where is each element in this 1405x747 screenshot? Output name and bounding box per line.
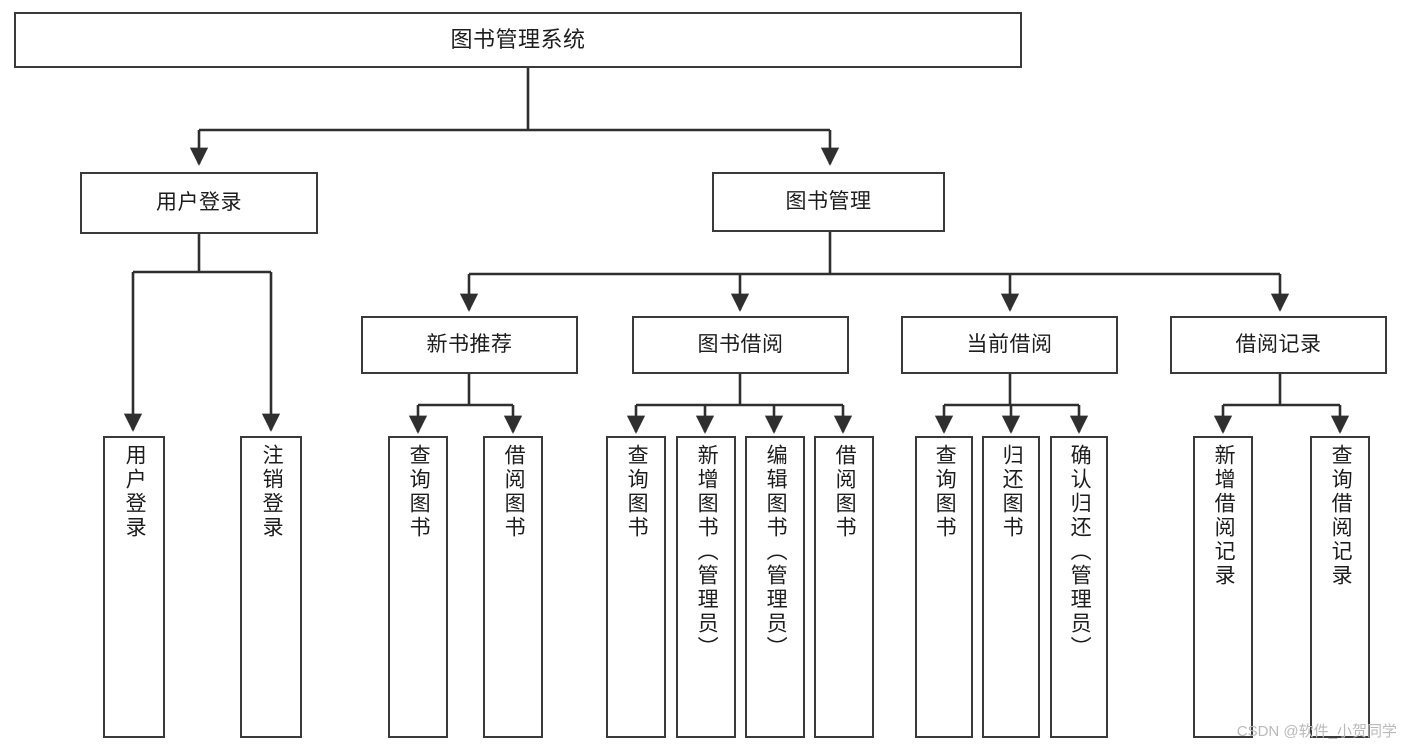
leaf-return-book[interactable]: 归还图书 xyxy=(982,436,1040,738)
node-label: 借阅图书 xyxy=(502,444,526,540)
node-label: 归还图书 xyxy=(1000,444,1024,540)
leaf-query-borrow-record[interactable]: 查询借阅记录 xyxy=(1310,436,1370,738)
node-book-borrow[interactable]: 图书借阅 xyxy=(632,316,849,374)
node-label: 查询借阅记录 xyxy=(1329,444,1353,588)
node-label: 查询图书 xyxy=(625,444,649,540)
node-new-book-recommend[interactable]: 新书推荐 xyxy=(361,316,578,374)
leaf-borrow-book[interactable]: 借阅图书 xyxy=(814,436,874,738)
node-label: 图书管理系统 xyxy=(450,27,586,53)
node-label: 图书管理 xyxy=(785,189,872,213)
node-label: 确认归还（管理员） xyxy=(1068,444,1092,660)
node-book-management[interactable]: 图书管理 xyxy=(712,172,945,232)
leaf-query-book-borrow[interactable]: 查询图书 xyxy=(606,436,666,738)
leaf-query-book-recommend[interactable]: 查询图书 xyxy=(388,436,448,738)
leaf-confirm-return-admin[interactable]: 确认归还（管理员） xyxy=(1050,436,1108,738)
leaf-add-borrow-record[interactable]: 新增借阅记录 xyxy=(1193,436,1253,738)
node-label: 新增图书（管理员） xyxy=(695,444,719,660)
node-label: 新增借阅记录 xyxy=(1212,444,1236,588)
node-label: 查询图书 xyxy=(933,444,957,540)
node-borrow-record[interactable]: 借阅记录 xyxy=(1170,316,1387,374)
node-label: 新书推荐 xyxy=(426,332,513,356)
node-label: 借阅记录 xyxy=(1235,332,1322,356)
leaf-borrow-book-recommend[interactable]: 借阅图书 xyxy=(483,436,543,738)
node-label: 注销登录 xyxy=(260,444,284,540)
node-label: 用户登录 xyxy=(123,444,147,540)
node-label: 查询图书 xyxy=(407,444,431,540)
node-label: 图书借阅 xyxy=(697,332,784,356)
node-label: 当前借阅 xyxy=(966,332,1053,356)
watermark: CSDN @软件_小贺同学 xyxy=(1236,723,1397,740)
node-root-book-management-system[interactable]: 图书管理系统 xyxy=(14,12,1022,68)
node-label: 借阅图书 xyxy=(833,444,857,540)
leaf-add-book-admin[interactable]: 新增图书（管理员） xyxy=(676,436,736,738)
node-current-borrow[interactable]: 当前借阅 xyxy=(901,316,1118,374)
node-label: 用户登录 xyxy=(156,190,242,214)
leaf-user-login[interactable]: 用户登录 xyxy=(103,436,165,738)
node-label: 编辑图书（管理员） xyxy=(764,444,788,660)
node-user-login[interactable]: 用户登录 xyxy=(80,172,318,234)
leaf-query-book-current[interactable]: 查询图书 xyxy=(915,436,973,738)
leaf-edit-book-admin[interactable]: 编辑图书（管理员） xyxy=(745,436,805,738)
leaf-logout[interactable]: 注销登录 xyxy=(240,436,302,738)
